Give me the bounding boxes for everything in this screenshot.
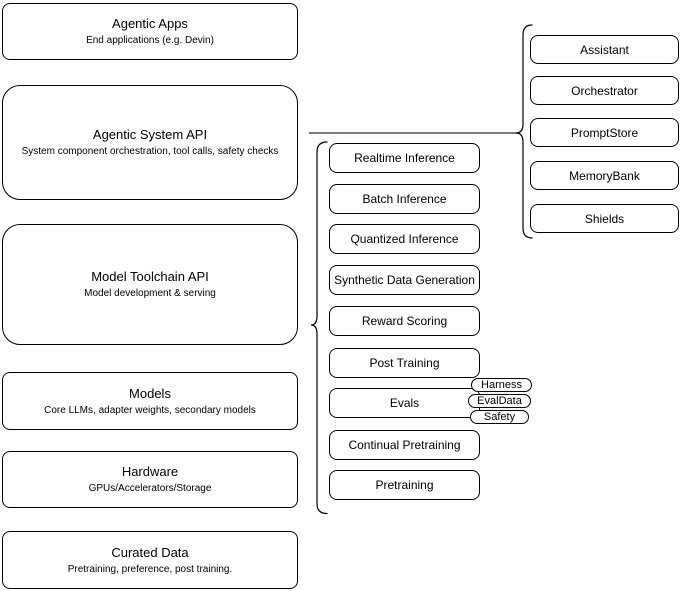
layer-box-curated-data: Curated Data Pretraining, preference, po… xyxy=(2,531,298,589)
layer-box-hardware: Hardware GPUs/Accelerators/Storage xyxy=(2,451,298,508)
service-box-realtime-inference: Realtime Inference xyxy=(329,143,480,173)
layer-title: Agentic Apps xyxy=(112,16,188,31)
layer-title: Curated Data xyxy=(111,544,189,560)
layer-subtitle: GPUs/Accelerators/Storage xyxy=(88,483,212,494)
layer-box-agentic-apps: Agentic Apps End applications (e.g. Devi… xyxy=(2,3,298,60)
components-group-brace xyxy=(515,24,533,239)
service-box-pretraining: Pretraining xyxy=(329,470,480,500)
component-box-memorybank: MemoryBank xyxy=(530,161,679,190)
layer-subtitle: Core LLMs, adapter weights, secondary mo… xyxy=(44,404,256,416)
pill-label: Harness xyxy=(481,378,522,391)
layer-subtitle: End applications (e.g. Devin) xyxy=(86,35,214,46)
component-box-shields: Shields xyxy=(530,204,679,233)
layer-box-model-toolchain-api: Model Toolchain API Model development & … xyxy=(2,224,298,345)
service-label: Evals xyxy=(389,396,420,410)
service-box-reward-scoring: Reward Scoring xyxy=(329,306,480,336)
service-box-evals: Evals xyxy=(329,388,480,418)
layer-title: Model Toolchain API xyxy=(91,269,209,284)
service-box-continual-pretraining: Continual Pretraining xyxy=(329,430,480,460)
pill-evaldata: EvalData xyxy=(468,394,531,408)
layer-subtitle: System component orchestration, tool cal… xyxy=(21,146,279,157)
service-label: Post Training xyxy=(369,356,440,370)
layer-subtitle: Model development & serving xyxy=(84,288,216,299)
layer-title: Agentic System API xyxy=(92,127,208,142)
service-box-quantized-inference: Quantized Inference xyxy=(329,224,480,254)
layer-title: Hardware xyxy=(121,464,179,479)
service-box-synthetic-data-generation: Synthetic Data Generation xyxy=(329,265,480,295)
component-box-assistant: Assistant xyxy=(530,35,679,64)
component-box-orchestrator: Orchestrator xyxy=(530,76,679,105)
service-label: Reward Scoring xyxy=(361,314,448,328)
toolchain-group-brace xyxy=(310,141,328,515)
pill-label: Safety xyxy=(483,410,516,423)
service-box-batch-inference: Batch Inference xyxy=(329,184,480,214)
component-label: Shields xyxy=(584,211,625,226)
service-label: Quantized Inference xyxy=(350,232,459,246)
service-box-post-training: Post Training xyxy=(329,348,480,378)
component-label: PromptStore xyxy=(570,125,639,140)
service-label: Realtime Inference xyxy=(354,151,455,165)
layer-subtitle: Pretraining, preference, post training. xyxy=(67,563,233,575)
component-box-promptstore: PromptStore xyxy=(530,118,679,147)
component-label: MemoryBank xyxy=(569,168,640,183)
component-label: Orchestrator xyxy=(571,83,638,98)
layer-title: Models xyxy=(129,385,171,401)
layer-box-agentic-system-api: Agentic System API System component orch… xyxy=(2,85,298,200)
pill-safety: Safety xyxy=(470,410,529,424)
service-label: Pretraining xyxy=(375,478,434,492)
service-label: Batch Inference xyxy=(362,192,447,206)
service-label: Continual Pretraining xyxy=(348,438,461,452)
pill-label: EvalData xyxy=(477,394,522,407)
service-label: Synthetic Data Generation xyxy=(334,273,475,287)
pill-harness: Harness xyxy=(471,378,532,392)
layer-box-models: Models Core LLMs, adapter weights, secon… xyxy=(2,372,298,430)
component-label: Assistant xyxy=(580,42,629,57)
